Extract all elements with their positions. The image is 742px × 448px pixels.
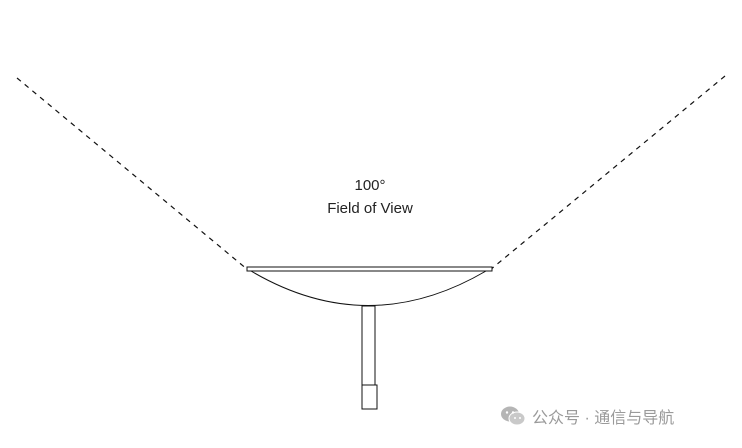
fov-caption-label: Field of View [327, 200, 413, 217]
mast [361, 305, 376, 387]
mast-base [361, 384, 378, 410]
dish-rim [246, 266, 493, 272]
watermark-text: 公众号 · 通信与导航 [532, 410, 675, 427]
dish-reflector [249, 270, 488, 306]
fov-boundary-right [489, 75, 726, 271]
fov-angle-label: 100° [354, 177, 386, 194]
watermark: 公众号 · 通信与导航 [500, 404, 674, 428]
fov-boundary-left [16, 77, 249, 271]
wechat-icon [500, 405, 526, 427]
